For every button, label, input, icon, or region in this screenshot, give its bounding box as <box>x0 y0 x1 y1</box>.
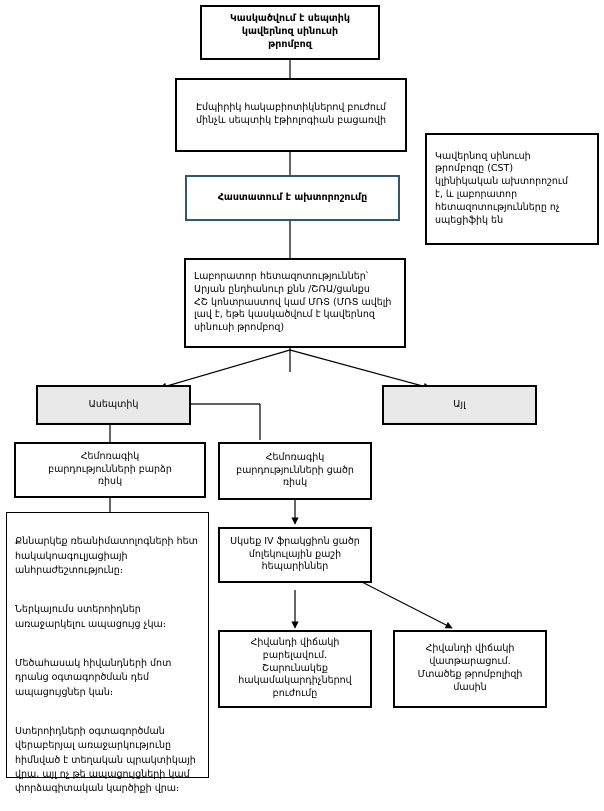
flowchart-canvas: Կասկածվում է սեպտիկ կավերնոզ սինուսի թրո… <box>6 5 599 794</box>
node-high-bleeding-risk: Հեմոռագիկ բարդությունների բարձր ռիսկ <box>14 442 206 498</box>
node-patient-improvement: Հիվանդի վիճակի բարելավում. Շարունակեք հա… <box>218 630 372 708</box>
node-patient-deterioration: Հիվանդի վիճակի վատթարացում. Մտածեք թրոմբ… <box>393 630 547 708</box>
note-paragraph-2: Ներկայումս ստերոիդներ առաջարկելու ապացու… <box>15 604 166 630</box>
notes-recommendations-block: Քննարկեք ռեանիմատոլոգների հետ հակակոագու… <box>6 512 209 794</box>
node-laboratory-investigations: Լաբորատոր հետազոտություններ՝ Արյան ընդհա… <box>184 258 406 348</box>
node-low-bleeding-risk: Հեմոռագիկ բարդությունների ցածր ռիսկ <box>218 442 372 500</box>
note-paragraph-4: Ստերոիդների օգտագործման վերաբերյալ առաջա… <box>15 726 196 794</box>
node-empiric-antibiotics: Էմպիրիկ հակաբիոտիկներով բուժում մինչև սե… <box>175 78 407 152</box>
note-cst-clinical-diagnosis: Կավերնոզ սինուսի թրոմբոզը (CST) կլինիկակ… <box>425 133 599 245</box>
node-aseptic: Ասեպտիկ <box>36 385 191 425</box>
node-suspected-septic-cst: Կասկածվում է սեպտիկ կավերնոզ սինուսի թրո… <box>200 5 380 60</box>
node-other: Այլ <box>382 385 537 425</box>
node-start-iv-lmwh: Սկսեք IV ֆրակցիոն ցածր մոլեկուլային քաշի… <box>218 527 372 583</box>
note-paragraph-1: Քննարկեք ռեանիմատոլոգների հետ հակակոագու… <box>15 536 198 576</box>
note-paragraph-3: Մեծահասակ հիվանդների մոտ դրանց օգտագործմ… <box>15 658 172 698</box>
node-confirms-diagnosis: Հաստատում է ախտորոշումը <box>185 175 400 221</box>
